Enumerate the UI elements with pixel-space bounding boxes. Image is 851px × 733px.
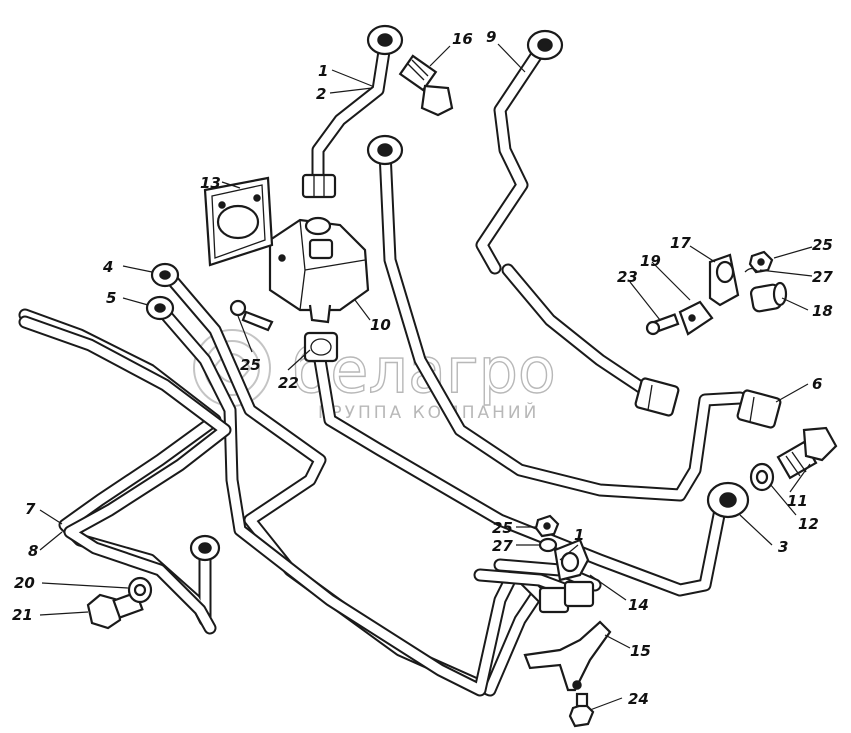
pipe-5	[153, 301, 552, 697]
callout-27-bundle: 27	[492, 537, 513, 555]
callout-10: 10	[370, 316, 391, 334]
callout-24: 24	[628, 690, 649, 708]
callout-23: 23	[617, 268, 638, 286]
callout-5: 5	[106, 289, 116, 307]
pipe-8	[18, 315, 232, 635]
washer-12	[749, 462, 775, 492]
callout-15: 15	[630, 642, 651, 660]
callout-14: 14	[628, 596, 649, 614]
eye-fitting-top	[366, 24, 404, 56]
clamp-14	[553, 538, 590, 582]
callout-17: 17	[670, 234, 691, 252]
pipe-9	[475, 43, 652, 397]
callout-18: 18	[812, 302, 833, 320]
callout-19: 19	[640, 252, 661, 270]
nut-14	[538, 580, 595, 614]
nut-25-bundle	[534, 514, 560, 538]
spacer-18	[749, 281, 788, 313]
callout-27-clamp: 27	[812, 268, 833, 286]
nut-6-left	[634, 377, 680, 417]
eye-fitting-3	[706, 481, 750, 519]
callout-13: 13	[200, 174, 221, 192]
pipe-long-center	[378, 145, 747, 502]
gasket-13	[203, 176, 274, 267]
nut-6-right	[736, 389, 782, 429]
bolt-25-valve	[229, 299, 274, 332]
callout-22: 22	[278, 374, 299, 392]
bracket-15	[523, 620, 612, 692]
callout-1: 1	[318, 62, 328, 80]
callout-8: 8	[28, 542, 38, 560]
callout-20: 20	[14, 574, 35, 592]
nut-1-2	[301, 173, 337, 199]
clamp-17	[708, 253, 740, 307]
callout-3: 3	[778, 538, 788, 556]
watermark-subtitle: ГРУППА КОМПАНИЙ	[318, 401, 539, 423]
eye-fitting-5	[145, 295, 175, 321]
pipe-1-2	[311, 38, 392, 185]
callout-2: 2	[316, 85, 326, 103]
bolt-23	[645, 313, 680, 336]
eye-fitting-4	[150, 262, 180, 288]
callout-12: 12	[798, 515, 819, 533]
bolt-16	[398, 54, 454, 117]
callout-1-bundle: 1	[574, 526, 584, 544]
callout-11: 11	[787, 492, 808, 510]
valve-body-10	[268, 216, 370, 324]
washer-20	[127, 576, 153, 604]
washer-27-clamp	[744, 267, 759, 273]
eye-fitting-9	[526, 29, 564, 61]
callout-25-clamp: 25	[812, 236, 833, 254]
nut-25-clamp	[748, 250, 774, 274]
callout-4: 4	[102, 258, 113, 276]
eye-fitting-center	[366, 134, 404, 166]
callout-25-valve: 25	[240, 356, 261, 374]
leader-lines	[39, 43, 813, 711]
eye-fitting-left	[189, 534, 221, 562]
callout-21: 21	[12, 606, 33, 624]
bolt-24	[568, 692, 595, 728]
callout-16: 16	[452, 30, 473, 48]
callout-7: 7	[25, 500, 36, 518]
callout-9: 9	[486, 28, 496, 46]
callout-6: 6	[812, 375, 822, 393]
callout-25-bundle: 25	[492, 519, 513, 537]
bolt-11	[776, 426, 838, 480]
pipe-4	[161, 268, 547, 697]
washer-27-bundle	[538, 537, 558, 553]
callouts: 1 2 3 4 5 6 7 8 9 10 11 12 13 14 15 16 1…	[12, 28, 833, 708]
nut-22	[303, 331, 339, 363]
plate-19	[678, 300, 714, 336]
